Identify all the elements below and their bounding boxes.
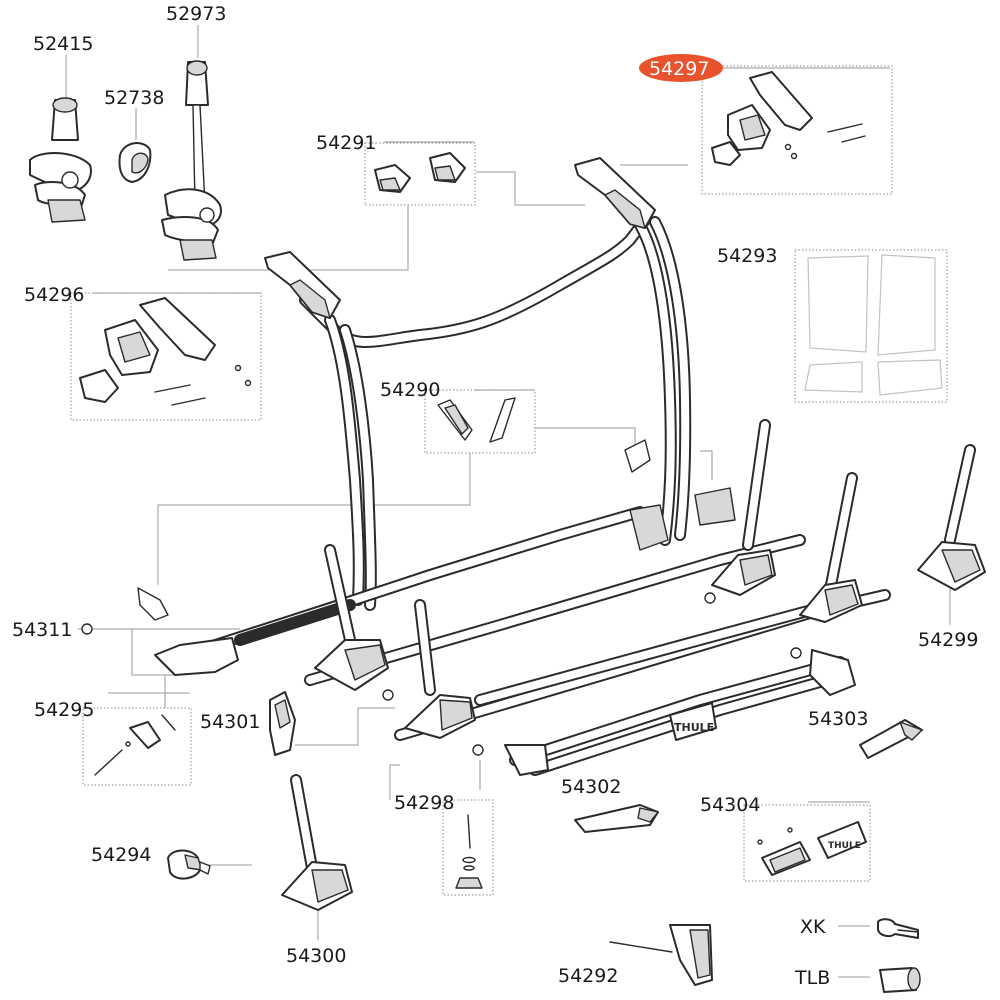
part-54291-end-caps[interactable] [374, 152, 466, 193]
part-52415-bike-clamp[interactable] [29, 97, 92, 223]
label-54295[interactable]: 54295 [34, 699, 94, 721]
part-54301-holder[interactable] [269, 691, 296, 756]
group-boxes [70, 65, 948, 896]
part-54290-ratchets[interactable] [437, 397, 516, 443]
part-54294-clip[interactable] [167, 849, 211, 880]
carrier-frame: THULE [137, 157, 891, 776]
label-54297[interactable]: 54297 [649, 58, 709, 80]
part-54297-bracket-kit[interactable] [711, 71, 866, 166]
label-54291[interactable]: 54291 [316, 132, 376, 154]
part-labels: 52415 52973 52738 54291 54297 54296 5429… [12, 3, 978, 989]
part-54299-wheel-holder[interactable] [917, 444, 986, 591]
highlight-oval-54297 [639, 54, 723, 82]
label-54298[interactable]: 54298 [394, 792, 454, 814]
part-54300-wheel-holder[interactable] [281, 774, 353, 911]
part-54304-tail-light-kit[interactable]: THULE [757, 821, 867, 876]
label-54296[interactable]: 54296 [24, 284, 84, 306]
part-54293-sticker-set[interactable] [804, 254, 943, 396]
thule-logo-light: THULE [828, 841, 861, 851]
label-54300[interactable]: 54300 [286, 945, 346, 967]
label-52738[interactable]: 52738 [104, 87, 164, 109]
part-54295-pin-kit[interactable] [94, 714, 176, 776]
leader-lines [65, 25, 951, 978]
part-54292-license-holder[interactable] [609, 924, 713, 986]
part-xk-key[interactable] [877, 918, 919, 939]
part-52973-bike-arm[interactable] [161, 60, 222, 261]
label-54299[interactable]: 54299 [918, 629, 978, 651]
thule-logo-frame: THULE [674, 721, 714, 734]
label-54290[interactable]: 54290 [380, 379, 440, 401]
label-54304[interactable]: 54304 [700, 794, 760, 816]
part-54298-foot-kit[interactable] [455, 814, 483, 889]
part-54311-screw[interactable] [81, 623, 93, 635]
part-tlb-lock-barrel[interactable] [879, 967, 921, 993]
label-tlb[interactable]: TLB [794, 967, 830, 989]
label-54294[interactable]: 54294 [91, 844, 151, 866]
part-54302-end-cap[interactable] [574, 804, 659, 833]
label-54303[interactable]: 54303 [808, 708, 868, 730]
label-54302[interactable]: 54302 [561, 776, 621, 798]
label-54293[interactable]: 54293 [717, 245, 777, 267]
label-54292[interactable]: 54292 [558, 965, 618, 987]
label-54301[interactable]: 54301 [200, 711, 260, 733]
part-54296-bracket-kit[interactable] [79, 297, 252, 406]
part-52738-strap-knob[interactable] [118, 142, 152, 183]
label-54311[interactable]: 54311 [12, 619, 72, 641]
part-54303-end-cap[interactable] [859, 719, 923, 759]
label-xk[interactable]: XK [800, 916, 826, 938]
label-52973[interactable]: 52973 [166, 3, 226, 25]
label-52415[interactable]: 52415 [33, 33, 93, 55]
